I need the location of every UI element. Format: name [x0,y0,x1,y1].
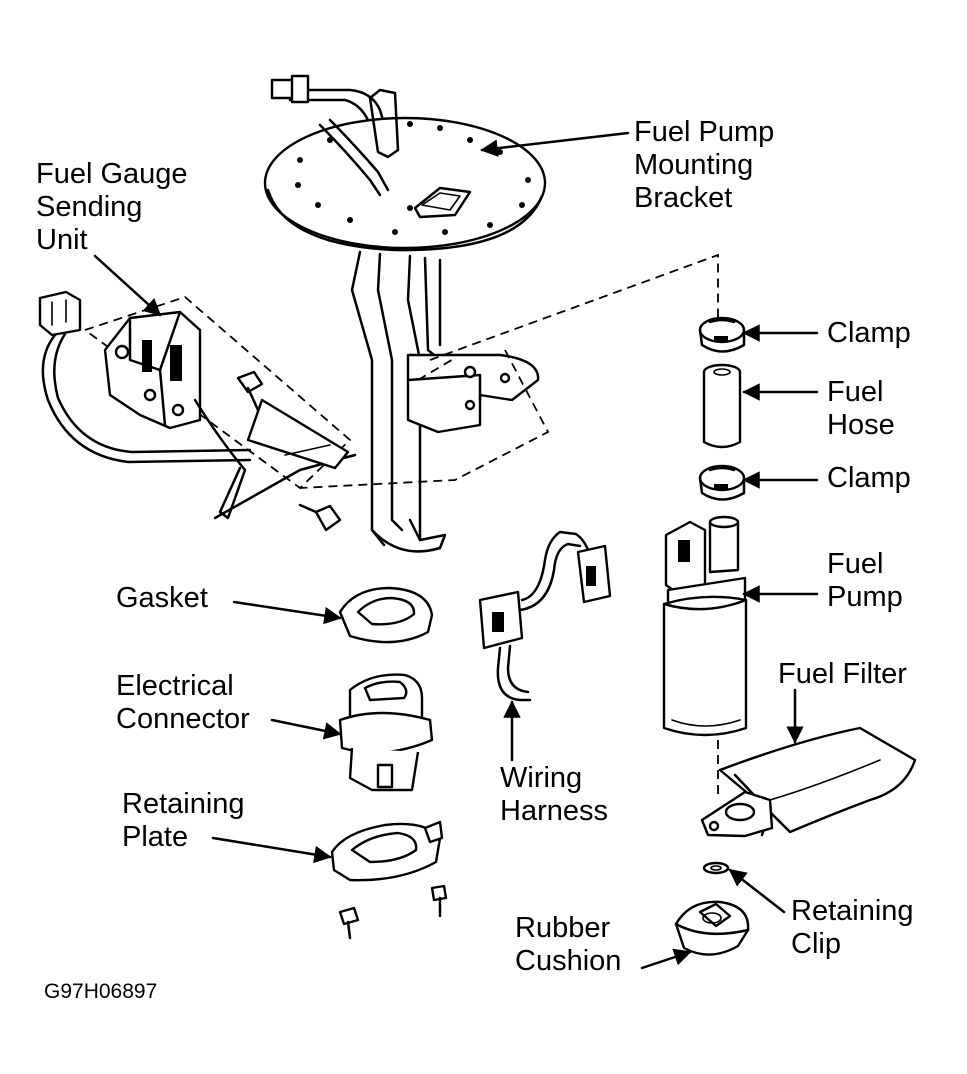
label-fuel-pump-mounting-bracket-line-1: Fuel Pump [634,116,775,148]
label-retaining-clip-line-1: Retaining [791,895,914,927]
fuel-hose [702,363,742,449]
label-rubber-cushion-line-1: Rubber [515,912,611,944]
assembly-line-pump [429,253,719,361]
fuel-gauge-sending-unit [38,290,357,532]
label-fuel-pump-line-2: Pump [827,581,903,613]
assembly-line-bracket [299,349,550,489]
wiring-harness [478,530,612,702]
label-fuel-gauge-sending-unit-line-3: Unit [36,224,88,256]
fuel-pump [662,515,748,737]
label-electrical-connector-line-2: Connector [116,703,250,735]
label-fuel-hose-line-2: Hose [827,409,895,441]
label-clamp-upper: Clamp [827,317,911,349]
retaining-plate [330,820,444,882]
label-fuel-pump-mounting-bracket-line-2: Mounting [634,149,754,181]
label-clamp-lower: Clamp [827,462,911,494]
label-fuel-hose-line-1: Fuel [827,376,884,408]
label-wiring-harness-line-2: Harness [500,795,608,827]
label-fuel-pump-mounting-bracket-line-3: Bracket [634,182,733,214]
label-rubber-cushion-line-2: Cushion [515,945,622,977]
label-retaining-plate-line-1: Retaining [122,788,245,820]
label-retaining-plate-line-2: Plate [122,821,189,853]
gasket [338,586,434,644]
label-electrical-connector-line-1: Electrical [116,670,234,702]
clamp-lower [698,464,746,501]
electrical-connector [338,673,434,792]
rubber-cushion [674,900,750,956]
label-fuel-gauge-sending-unit-line-2: Sending [36,191,143,223]
assembly-line-sender [84,295,352,490]
retaining-plate-screws [338,884,448,940]
label-retaining-clip-line-2: Clip [791,928,841,960]
label-fuel-filter: Fuel Filter [778,658,907,690]
fuel-filter [700,726,917,838]
retaining-clip [702,861,730,875]
fuel-pump-mounting-bracket [263,74,547,553]
figure-code: G97H06897 [44,980,158,1003]
leader-arrows [93,131,819,970]
label-fuel-gauge-sending-unit-line-1: Fuel Gauge [36,158,188,190]
clamp-upper [698,316,746,353]
label-gasket: Gasket [116,582,208,614]
label-fuel-pump-line-1: Fuel [827,548,884,580]
label-wiring-harness-line-1: Wiring [500,762,583,794]
